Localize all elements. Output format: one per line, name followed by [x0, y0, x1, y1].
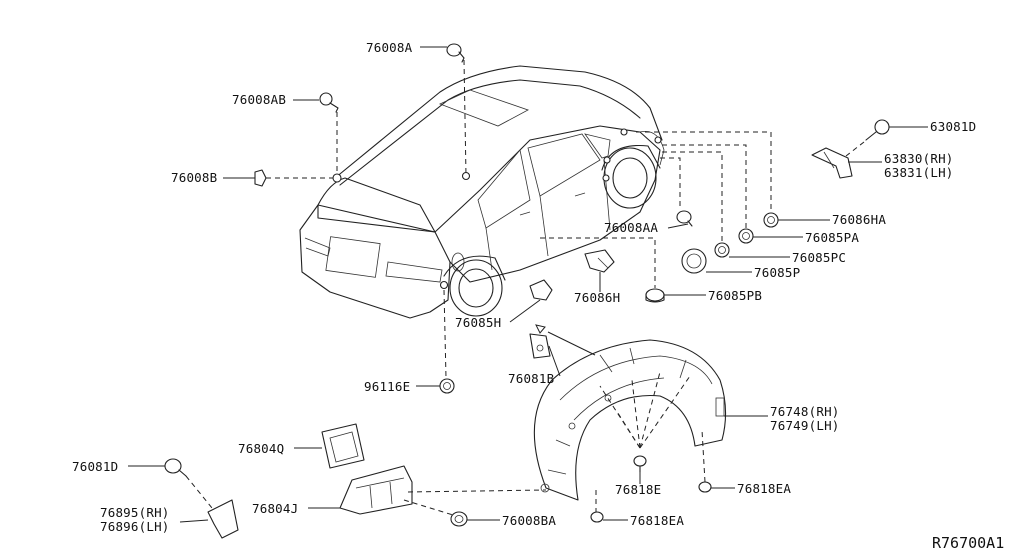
- label-76085h: 76085H: [455, 315, 501, 330]
- part-labels: 76008A 76008AB 76008B 63081D 63830(RH) 6…: [72, 40, 1004, 552]
- label-76008ab: 76008AB: [232, 92, 286, 107]
- vehicle-illustration: [299, 65, 665, 319]
- label-76085p: 76085P: [754, 265, 800, 280]
- label-76085pc: 76085PC: [792, 250, 846, 265]
- label-76086h: 76086H: [574, 290, 620, 305]
- label-76008b: 76008B: [171, 170, 217, 185]
- clip-76818e: [633, 455, 647, 473]
- clip-76008ba: [450, 511, 468, 527]
- pad-76086h: [584, 249, 615, 273]
- grommet-96116e: [439, 378, 455, 394]
- bracket-63830: [811, 147, 853, 179]
- bracket-76081b: [529, 333, 551, 359]
- diagram-reference-code: R76700A1: [932, 534, 1004, 552]
- clip-76818ea-right: [698, 481, 712, 493]
- grommet-76085pa: [738, 228, 754, 244]
- clip-76008ab: [319, 92, 339, 113]
- label-76804q: 76804Q: [238, 441, 284, 456]
- clip-76008b: [254, 169, 267, 187]
- bracket-76804j: [339, 465, 413, 515]
- dashed-guide-lines: [185, 59, 865, 516]
- clip-76008a: [446, 43, 465, 63]
- label-76818ea-bottom: 76818EA: [630, 513, 684, 528]
- grommet-76086ha: [763, 212, 779, 228]
- grommet-76085p: [681, 248, 707, 274]
- label-63830: 63830(RH): [884, 151, 954, 166]
- label-63831: 63831(LH): [884, 165, 954, 180]
- grommet-76085pb: [645, 288, 665, 303]
- leader-lines: [128, 46, 928, 523]
- bracket-76895: [207, 499, 239, 539]
- screw-63081d: [865, 119, 890, 141]
- label-76896: 76896(LH): [100, 519, 170, 534]
- screw-76081d: [164, 458, 187, 477]
- label-76086ha: 76086HA: [832, 212, 886, 227]
- label-76085pb: 76085PB: [708, 288, 762, 303]
- label-76008aa: 76008AA: [604, 220, 658, 235]
- label-76818e: 76818E: [615, 482, 661, 497]
- label-76008a: 76008A: [366, 40, 413, 55]
- block-76804q: [321, 423, 365, 469]
- label-76081b: 76081B: [508, 371, 554, 386]
- label-76081d: 76081D: [72, 459, 118, 474]
- clip-76008aa: [676, 210, 693, 227]
- label-96116e: 96116E: [364, 379, 410, 394]
- pad-76085h: [529, 279, 553, 301]
- label-76749: 76749(LH): [770, 418, 840, 433]
- label-76008ba: 76008BA: [502, 513, 556, 528]
- label-76085pa: 76085PA: [805, 230, 859, 245]
- label-76804j: 76804J: [252, 501, 298, 516]
- label-76818ea-right: 76818EA: [737, 481, 791, 496]
- label-76748: 76748(RH): [770, 404, 840, 419]
- grommet-76085pc: [714, 242, 730, 258]
- fender-liner-76748: [533, 339, 727, 501]
- label-63081d: 63081D: [930, 119, 976, 134]
- clip-76818ea-bottom: [590, 511, 604, 523]
- label-76895: 76895(RH): [100, 505, 170, 520]
